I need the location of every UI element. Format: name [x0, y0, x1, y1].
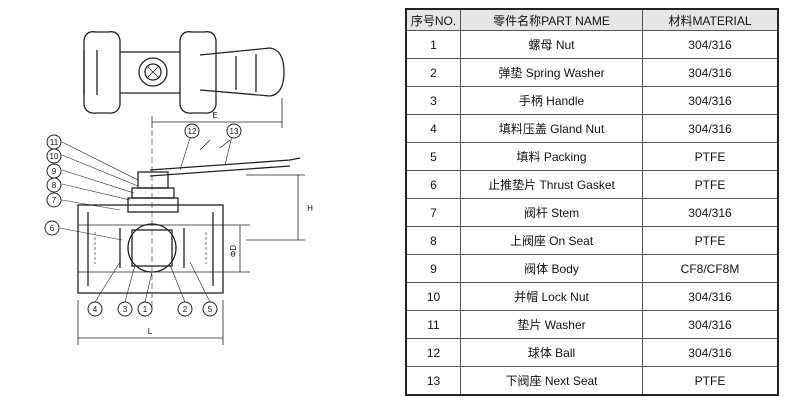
cell-material: 304/316	[642, 310, 779, 339]
callouts-left: 11 10 9 8 7 6	[44, 134, 62, 236]
cell-part-name: 手柄 Handle	[460, 86, 643, 115]
cell-material: PTFE	[642, 366, 779, 396]
cell-material: 304/316	[642, 198, 779, 227]
header-part-name: 零件名称PART NAME	[460, 8, 643, 31]
cell-part-name: 阀杆 Stem	[460, 198, 643, 227]
cell-material: PTFE	[642, 142, 779, 171]
cell-part-name: 上阀座 On Seat	[460, 226, 643, 255]
cell-no: 9	[405, 254, 461, 283]
cell-material: 304/316	[642, 114, 779, 143]
dim-e-label: E	[212, 111, 217, 120]
top-view	[83, 31, 285, 114]
cell-material: PTFE	[642, 226, 779, 255]
dim-h-label: H	[307, 204, 313, 213]
cell-part-name: 垫片 Washer	[460, 310, 643, 339]
callout-7: 7	[52, 196, 57, 205]
callout-10: 10	[50, 152, 59, 161]
cell-part-name: 填料压盖 Gland Nut	[460, 114, 643, 143]
cell-no: 5	[405, 142, 461, 171]
callout-4: 4	[93, 305, 98, 314]
cell-material: 304/316	[642, 30, 779, 59]
cell-no: 13	[405, 366, 461, 396]
header-no: 序号NO.	[405, 8, 461, 31]
cell-material: 304/316	[642, 58, 779, 87]
callout-12: 12	[188, 127, 197, 136]
cell-no: 12	[405, 338, 461, 367]
cell-no: 10	[405, 282, 461, 311]
callouts-bottom: 4 3 1 2 5	[87, 301, 218, 317]
cell-material: PTFE	[642, 170, 779, 199]
dim-d-label: ΦD	[229, 245, 238, 257]
cell-part-name: 止推垫片 Thrust Gasket	[460, 170, 643, 199]
cell-no: 2	[405, 58, 461, 87]
cell-part-name: 球体 Ball	[460, 338, 643, 367]
valve-drawing: 11 10 9 8 7 6 12 13 4 3 1 2 5 E H ΦD L	[44, 31, 313, 345]
callout-8: 8	[52, 181, 57, 190]
callout-13: 13	[230, 127, 239, 136]
cell-material: 304/316	[642, 282, 779, 311]
cell-no: 7	[405, 198, 461, 227]
cell-part-name: 下阀座 Next Seat	[460, 366, 643, 396]
callout-3: 3	[123, 305, 128, 314]
callout-11: 11	[50, 138, 59, 147]
cell-part-name: 螺母 Nut	[460, 30, 643, 59]
callouts-top: 12 13	[184, 123, 242, 139]
cell-no: 6	[405, 170, 461, 199]
callout-6: 6	[50, 224, 55, 233]
cell-part-name: 填料 Packing	[460, 142, 643, 171]
dim-l-label: L	[148, 327, 153, 336]
cell-no: 3	[405, 86, 461, 115]
cell-material: 304/316	[642, 86, 779, 115]
cell-part-name: 弹垫 Spring Washer	[460, 58, 643, 87]
cell-no: 1	[405, 30, 461, 59]
callout-2: 2	[183, 305, 188, 314]
table-header-row: 序号NO. 零件名称PART NAME 材料MATERIAL	[405, 8, 779, 31]
callout-5: 5	[208, 305, 213, 314]
cell-material: 304/316	[642, 338, 779, 367]
cell-part-name: 阀体 Body	[460, 254, 643, 283]
cell-part-name: 并帽 Lock Nut	[460, 282, 643, 311]
cell-no: 11	[405, 310, 461, 339]
callout-1: 1	[143, 305, 148, 314]
cell-no: 8	[405, 226, 461, 255]
cell-material: CF8/CF8M	[642, 254, 779, 283]
cell-no: 4	[405, 114, 461, 143]
callout-9: 9	[52, 167, 57, 176]
header-material: 材料MATERIAL	[642, 8, 779, 31]
